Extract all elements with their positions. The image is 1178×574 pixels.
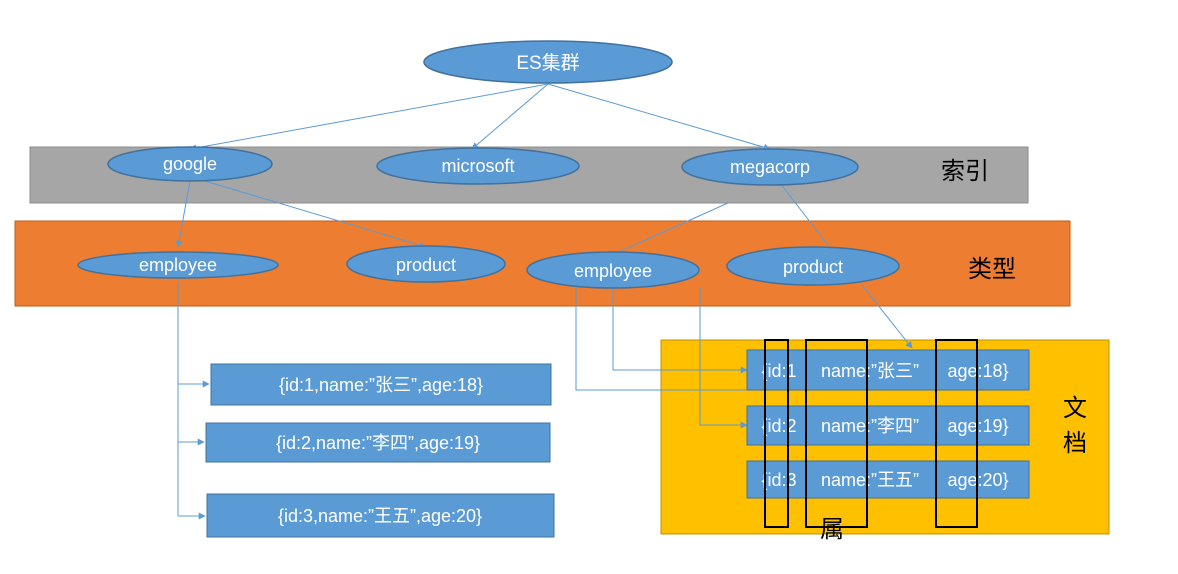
attribute-column-name [805,339,868,528]
right-document-1: {id:1 name:”张三” age:18} [746,349,1030,391]
connector-google-product [204,180,427,249]
type-node-google-product-label: product [396,255,456,275]
connector-root-microsoft [471,83,549,150]
left-document-2: {id:2,name:”李四”,age:19} [205,422,551,463]
index-node-microsoft: microsoft [376,147,580,185]
left-document-2-label: {id:2,name:”李四”,age:19} [276,433,480,453]
right-document-1-cell-id: {id:1 [761,361,796,381]
connector-mc-employee-doc-1b [575,287,747,391]
connector-root-google [189,83,549,152]
right-document-2: {id:2 name:”李四” age:19} [746,405,1030,446]
right-document-2-cell-name: name:”李四” [821,416,919,436]
document-band-label-line2: 档 [1063,430,1087,457]
connector-mc-employee-doc-2 [699,287,748,429]
connector-megacorp-employee [611,202,729,256]
type-node-megacorp-employee-label: employee [574,261,652,281]
index-band-label: 索引 [941,158,989,185]
left-document-1: {id:1,name:”张三”,age:18} [210,363,552,406]
connector-mc-employee-doc-1a [612,287,748,374]
attribute-column-id [764,339,789,528]
type-node-google-employee: employee [77,251,279,279]
type-node-megacorp-product-label: product [783,257,843,277]
index-node-megacorp: megacorp [681,148,859,186]
right-document-3-cell-name: name:”王五” [821,470,919,490]
attribute-label: 属 [820,516,844,543]
type-node-megacorp-employee: employee [526,251,700,289]
connector-google-employee [175,180,191,248]
right-document-3: {id:3 name:”王五” age:20} [746,460,1030,499]
index-node-megacorp-label: megacorp [730,157,810,177]
index-node-microsoft-label: microsoft [441,156,514,176]
type-node-megacorp-product: product [726,246,900,286]
left-document-3: {id:3,name:”王五”,age:20} [206,493,555,538]
index-node-google-label: google [163,154,217,174]
root-node-label: ES集群 [516,52,579,74]
index-node-google: google [107,146,273,182]
type-node-google-product: product [346,245,506,283]
connector-root-megacorp [547,83,771,151]
left-document-1-label: {id:1,name:”张三”,age:18} [279,375,483,395]
connectors [175,83,913,520]
attribute-column-age [935,339,978,528]
document-band-label-line1: 文 [1063,395,1087,422]
connector-megacorp-product [779,182,829,246]
right-document-1-cell-name: name:”张三” [821,361,919,381]
root-node: ES集群 [423,40,673,84]
connector-mc-product-docs [861,284,913,349]
right-document-2-cell-id: {id:2 [761,416,796,436]
right-document-3-cell-id: {id:3 [761,470,796,490]
type-node-google-employee-label: employee [139,255,217,275]
type-band-label: 类型 [968,256,1016,283]
left-document-3-label: {id:3,name:”王五”,age:20} [278,506,482,526]
